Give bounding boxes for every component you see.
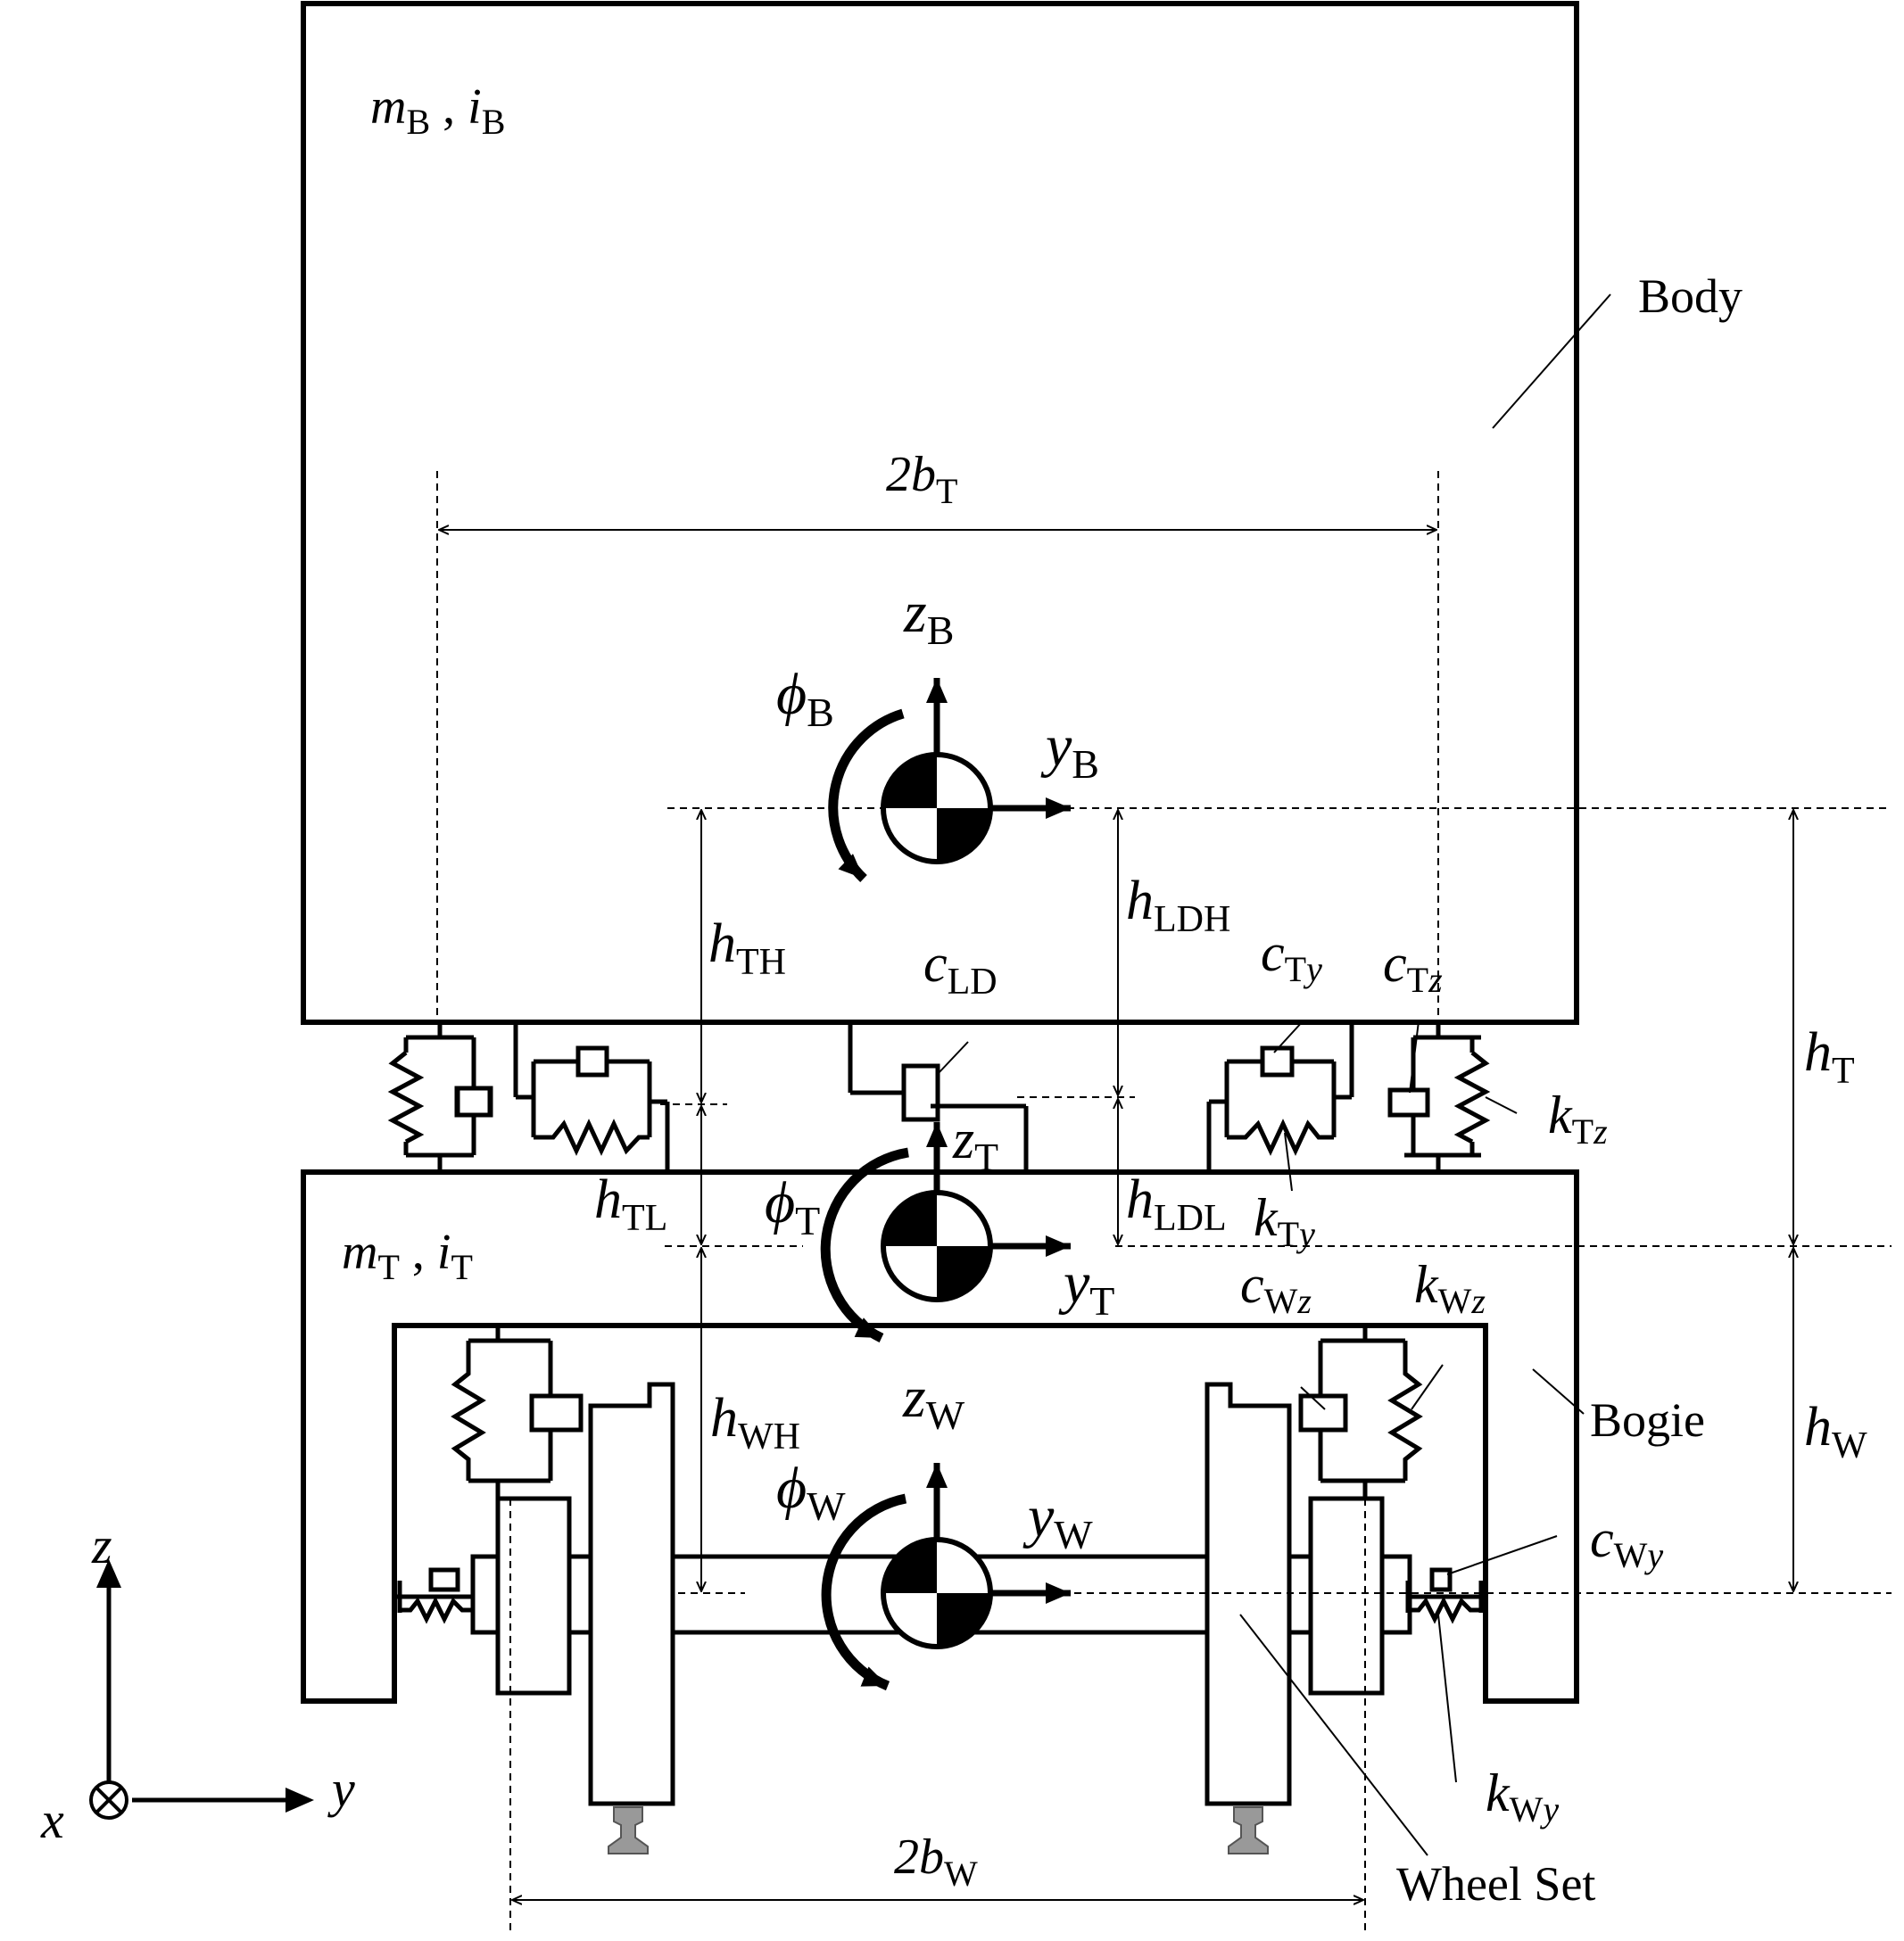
primary-suspension-right <box>1298 1326 1486 1624</box>
hW-label: hW <box>1804 1397 1867 1466</box>
bogie-frame <box>301 1169 1579 1704</box>
phiT-label: ϕT <box>765 1170 820 1243</box>
two-bW-label: 2bW <box>894 1829 978 1894</box>
body-mass-label: mB , iB <box>370 79 505 142</box>
phiB-label: ϕB <box>776 662 834 735</box>
axis-x-label: x <box>40 1791 64 1849</box>
wheel-left <box>588 1382 675 1806</box>
phiW-label: ϕW <box>776 1456 846 1529</box>
zT-label: zT <box>952 1110 998 1179</box>
wheel-set-label: Wheel Set <box>1396 1857 1595 1911</box>
bogie-cg <box>820 1122 1071 1342</box>
global-axes <box>89 1559 314 1820</box>
axis-z-label: z <box>91 1516 112 1574</box>
axle-box-right <box>1308 1496 1385 1696</box>
zW-label: zW <box>902 1365 965 1438</box>
axle-box-left <box>495 1496 572 1696</box>
hLDL-label: hLDL <box>1126 1169 1227 1239</box>
secondary-suspension-left <box>387 1022 670 1172</box>
cTy-label: cTy <box>1261 923 1322 989</box>
car-body <box>301 1 1579 1025</box>
rail-right <box>1228 1806 1269 1854</box>
kWy-label: kWy <box>1486 1763 1559 1829</box>
wheel-right <box>1204 1382 1292 1806</box>
leader-lines <box>936 293 1611 1856</box>
two-bT-label: 2bT <box>886 447 957 511</box>
cWy-label: cWy <box>1590 1509 1663 1575</box>
hWH-label: hWH <box>710 1388 800 1458</box>
lateral-damper <box>848 1022 1029 1172</box>
kTy-label: kTy <box>1254 1188 1315 1254</box>
wheelset-cg <box>821 1463 1071 1691</box>
cTz-label: cTz <box>1383 934 1443 1000</box>
primary-suspension-left <box>394 1326 584 1624</box>
body-label: Body <box>1638 269 1743 323</box>
secondary-suspension-right <box>1206 1022 1491 1172</box>
reference-lines <box>436 471 1892 1936</box>
zB-label: zB <box>903 580 954 653</box>
rails <box>608 1806 1269 1854</box>
body-cg <box>828 678 1071 882</box>
yT-label: yT <box>1058 1251 1114 1324</box>
cLD-label: cLD <box>923 934 998 1003</box>
axis-y-label: y <box>327 1760 355 1818</box>
yB-label: yB <box>1040 714 1099 787</box>
bogie-mass-label: mT , iT <box>342 1225 473 1287</box>
kTz-label: kTz <box>1548 1086 1608 1152</box>
hT-label: hT <box>1804 1022 1855 1092</box>
hTL-label: hTL <box>594 1169 667 1239</box>
kWz-label: kWz <box>1414 1255 1486 1321</box>
yW-label: yW <box>1022 1484 1093 1557</box>
hTH-label: hTH <box>708 913 786 983</box>
cWz-label: cWz <box>1240 1255 1312 1321</box>
rail-left <box>608 1806 649 1854</box>
bogie-label: Bogie <box>1590 1393 1705 1447</box>
hLDH-label: hLDH <box>1126 871 1230 940</box>
dimension-lines <box>439 530 1793 1900</box>
